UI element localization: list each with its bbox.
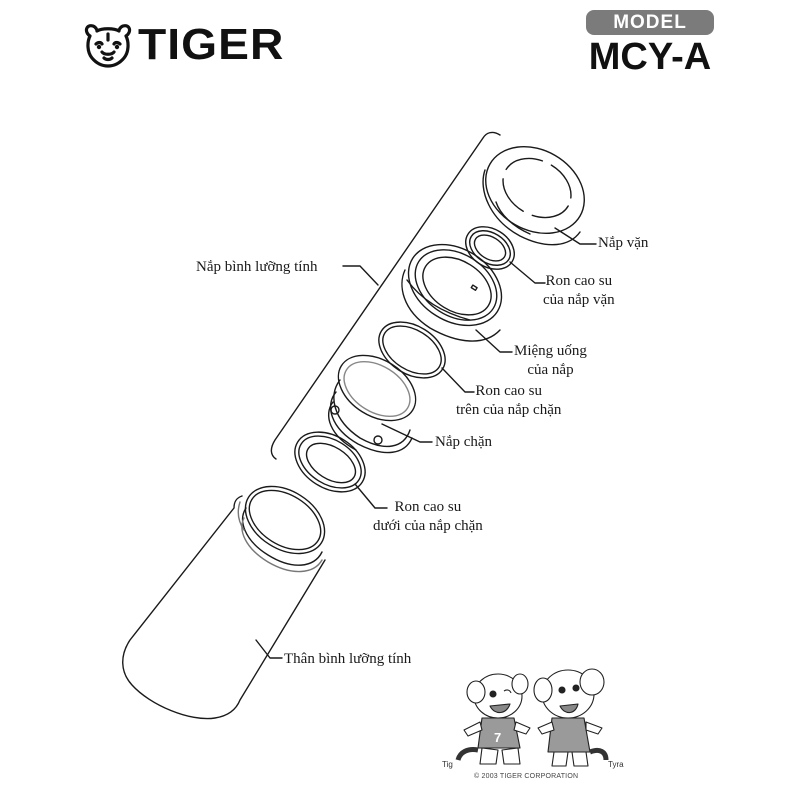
stopper-upper-gasket-drawing xyxy=(378,321,446,379)
label-bottle-body: Thân bình lưỡng tính xyxy=(284,651,412,667)
brand-name: TIGER xyxy=(138,20,285,69)
leader-bottle-body xyxy=(255,639,283,659)
label-stopper: Nắp chặn xyxy=(435,434,493,450)
label-screw-cap: Nắp vặn xyxy=(598,235,649,251)
mascot-tyra xyxy=(533,668,609,767)
label-line: Ron cao su xyxy=(394,499,462,515)
label-drinking-spout: Miệng uống của nắp xyxy=(514,342,587,380)
copyright-notice: © 2003 TIGER CORPORATION xyxy=(474,773,579,780)
leader-stopper-upper-gasket xyxy=(441,367,475,393)
bottle-body-drawing xyxy=(122,485,326,720)
group-bracket xyxy=(270,131,501,460)
leader-screw-cap xyxy=(554,227,597,245)
model-code: MCY-A xyxy=(588,36,712,78)
label-group-cap: Nắp bình lưỡng tính xyxy=(196,259,318,275)
leader-screw-cap-gasket xyxy=(509,261,546,284)
stopper-lower-gasket-drawing xyxy=(294,431,366,493)
drinking-spout-drawing xyxy=(401,243,503,342)
leader-stopper-lower-gasket xyxy=(354,483,388,509)
mascot-name-tig: Tig xyxy=(442,760,453,769)
label-line: trên của nắp chặn xyxy=(456,402,562,418)
label-line: Miệng uống xyxy=(514,343,587,359)
mascot-tig: 7 xyxy=(455,673,531,765)
label-stopper-upper-gasket: Ron cao su trên của nắp chặn xyxy=(456,382,561,420)
label-screw-cap-gasket: Ron cao su của nắp vặn xyxy=(543,272,615,310)
screw-cap-drawing xyxy=(482,145,585,246)
leader-drinking-spout xyxy=(475,329,513,353)
label-line: dưới của nắp chặn xyxy=(373,518,483,534)
tiger-face-icon xyxy=(84,24,132,68)
mascot-name-tyra: Tyra xyxy=(608,760,624,769)
label-line: Ron cao su xyxy=(475,383,543,399)
brand-logo: TIGER xyxy=(82,22,283,68)
group-leader-line xyxy=(342,265,379,286)
label-stopper-lower-gasket: Ron cao su dưới của nắp chặn xyxy=(373,498,483,536)
leader-stopper xyxy=(381,423,433,443)
model-badge: MODEL MCY-A xyxy=(586,10,714,77)
label-line: Ron cao su xyxy=(545,273,613,289)
label-line: của nắp xyxy=(527,362,574,378)
stopper-drawing xyxy=(328,354,417,454)
label-line: của nắp vặn xyxy=(543,292,615,308)
svg-text:7: 7 xyxy=(494,730,501,745)
mascots-drawing: 7 xyxy=(455,668,609,767)
model-label: MODEL xyxy=(586,10,714,35)
